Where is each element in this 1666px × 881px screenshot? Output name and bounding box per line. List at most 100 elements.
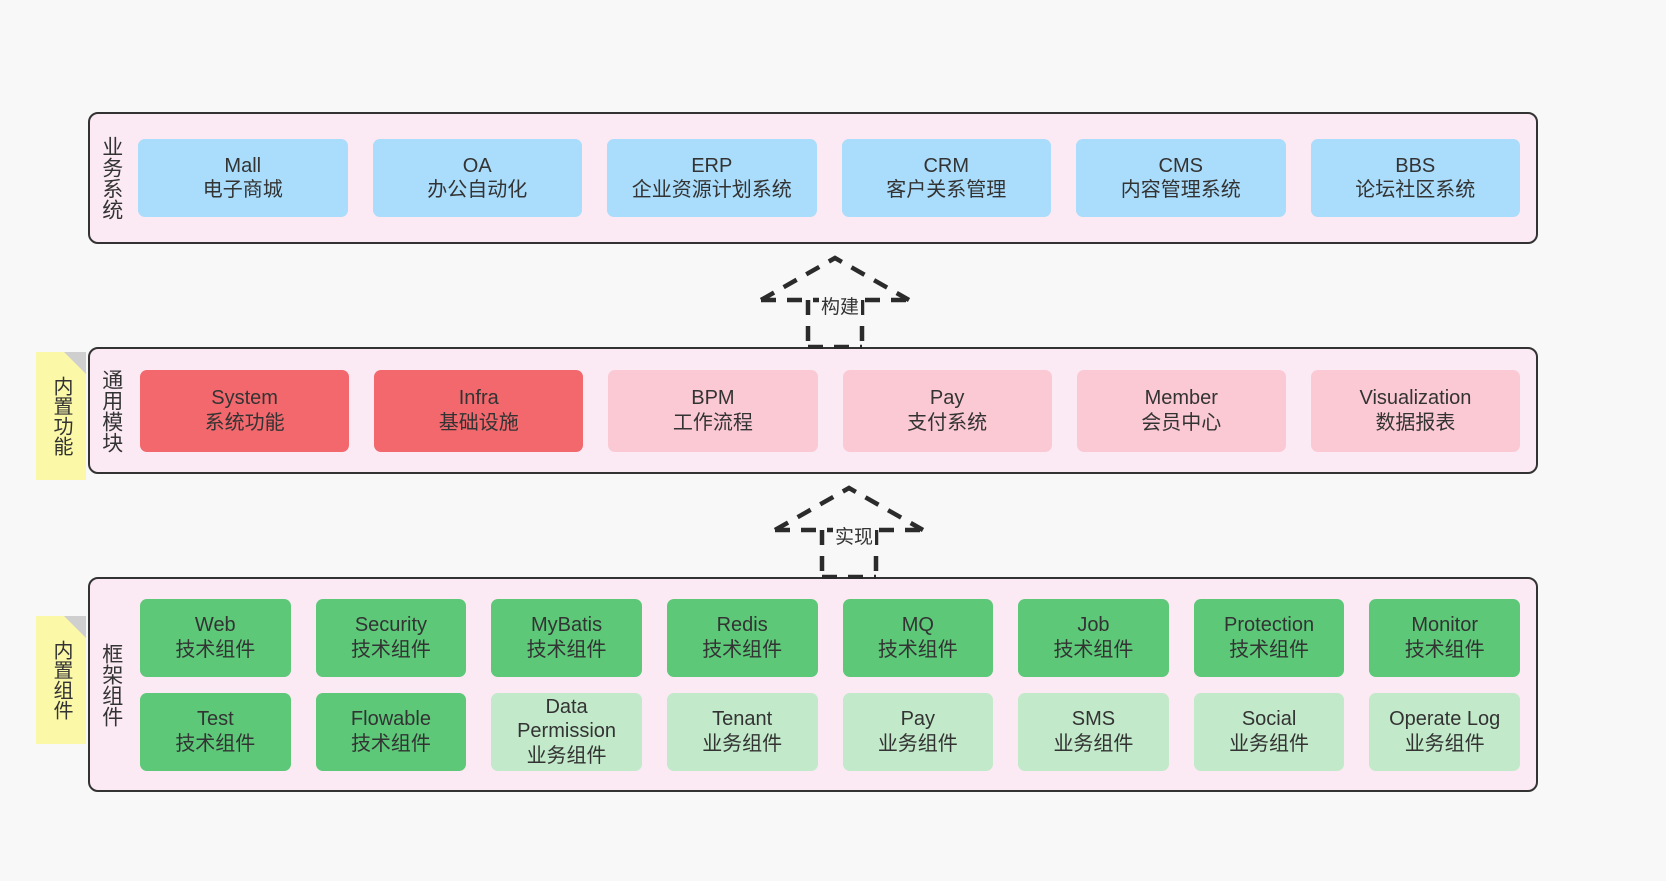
card-mybatis-subtitle: 技术组件	[526, 638, 607, 661]
implement-arrow: 实现	[762, 484, 937, 580]
card-bbs-title: BBS	[1395, 154, 1436, 177]
card-security-title: Security	[354, 614, 428, 637]
card-erp-subtitle: 企业资源计划系统	[631, 179, 792, 201]
card-visualization[interactable]: Visualization 数据报表	[1310, 369, 1521, 452]
build-arrow: 构建	[748, 254, 923, 350]
card-system-subtitle: 系统功能	[204, 411, 285, 434]
card-test[interactable]: Test 技术组件	[140, 692, 291, 771]
card-pay-component-subtitle: 业务组件	[877, 732, 958, 755]
card-test-title: Test	[196, 708, 234, 731]
card-mall-subtitle: 电子商城	[202, 179, 283, 201]
card-sms-subtitle: 业务组件	[1053, 732, 1134, 755]
card-data-permission-title: Data	[545, 695, 588, 718]
card-tenant[interactable]: Tenant 业务组件	[666, 692, 818, 771]
card-tenant-subtitle: 业务组件	[702, 732, 783, 755]
note-fold-corner-icon	[64, 616, 86, 638]
card-security-subtitle: 技术组件	[350, 638, 431, 661]
card-oa-title: OA	[462, 154, 492, 177]
card-pay-module-title: Pay	[929, 387, 965, 410]
card-protection-subtitle: 技术组件	[1229, 638, 1310, 661]
card-crm[interactable]: CRM 客户关系管理	[841, 139, 1051, 217]
card-redis-title: Redis	[716, 614, 768, 637]
layer-label-framework-components: 框架组件	[99, 642, 123, 727]
card-bbs[interactable]: BBS 论坛社区系统	[1310, 139, 1520, 217]
build-arrow-label: 构建	[819, 292, 862, 319]
build-arrow-icon	[759, 255, 911, 350]
card-social-title: Social	[1241, 708, 1297, 731]
card-system-title: System	[211, 387, 278, 410]
card-job-title: Job	[1077, 614, 1110, 637]
card-cms-title: CMS	[1158, 154, 1203, 177]
note-builtin-components: 内置组件	[36, 616, 86, 744]
card-system[interactable]: System 系统功能	[140, 369, 350, 452]
card-oa[interactable]: OA 办公自动化	[372, 139, 582, 217]
common-modules-cards: System 系统功能 Infra 基础设施 BPM 工作流程 Pay 支付系统…	[132, 349, 1536, 472]
card-bpm[interactable]: BPM 工作流程	[608, 369, 818, 452]
card-mall[interactable]: Mall 电子商城	[138, 139, 348, 217]
implement-arrow-icon	[773, 485, 925, 580]
card-flowable[interactable]: Flowable 技术组件	[315, 692, 467, 771]
layer-label-business-systems: 业务系统	[99, 136, 123, 220]
card-sms-title: SMS	[1071, 708, 1116, 731]
card-web-subtitle: 技术组件	[175, 638, 256, 661]
card-visualization-subtitle: 数据报表	[1375, 411, 1456, 434]
card-mybatis-title: MyBatis	[531, 614, 603, 637]
card-cms[interactable]: CMS 内容管理系统	[1076, 139, 1286, 217]
card-data-permission-subtitle: 业务组件	[526, 744, 607, 767]
card-security[interactable]: Security 技术组件	[315, 598, 467, 677]
card-operate-log-subtitle: 业务组件	[1404, 732, 1485, 755]
card-flowable-title: Flowable	[350, 708, 431, 731]
card-social[interactable]: Social 业务组件	[1193, 692, 1345, 771]
framework-row-tech: Web 技术组件 Security 技术组件 MyBatis 技术组件 Redi…	[140, 598, 1520, 677]
card-web[interactable]: Web 技术组件	[140, 598, 291, 677]
card-redis[interactable]: Redis 技术组件	[666, 598, 818, 677]
card-redis-subtitle: 技术组件	[702, 638, 783, 661]
card-monitor-subtitle: 技术组件	[1404, 638, 1485, 661]
card-member[interactable]: Member 会员中心	[1076, 369, 1286, 452]
card-crm-subtitle: 客户关系管理	[886, 179, 1007, 201]
layer-common-modules: 通用模块 System 系统功能 Infra 基础设施 BPM 工作流程 Pay…	[88, 347, 1538, 474]
common-modules-row: System 系统功能 Infra 基础设施 BPM 工作流程 Pay 支付系统…	[140, 369, 1521, 452]
card-pay-module[interactable]: Pay 支付系统	[842, 369, 1052, 452]
card-operate-log-title: Operate Log	[1389, 708, 1501, 731]
card-web-title: Web	[194, 614, 236, 637]
layer-framework-components: 框架组件 Web 技术组件 Security 技术组件 MyBatis 技术组件…	[88, 577, 1538, 792]
card-bbs-subtitle: 论坛社区系统	[1355, 179, 1476, 201]
card-member-subtitle: 会员中心	[1141, 411, 1222, 434]
card-mq-subtitle: 技术组件	[877, 638, 958, 661]
card-crm-title: CRM	[923, 154, 970, 177]
card-operate-log[interactable]: Operate Log 业务组件	[1369, 692, 1520, 771]
card-infra-subtitle: 基础设施	[438, 411, 519, 434]
card-erp-title: ERP	[691, 154, 733, 177]
card-mq-title: MQ	[901, 614, 934, 637]
card-visualization-title: Visualization	[1359, 387, 1472, 410]
card-monitor-title: Monitor	[1411, 614, 1479, 637]
card-mq[interactable]: MQ 技术组件	[842, 598, 994, 677]
card-pay-component-title: Pay	[900, 708, 936, 731]
note-builtin-components-label: 内置组件	[50, 640, 72, 720]
card-tenant-title: Tenant	[712, 708, 773, 731]
card-flowable-subtitle: 技术组件	[350, 732, 431, 755]
card-job[interactable]: Job 技术组件	[1018, 598, 1169, 677]
card-oa-subtitle: 办公自动化	[427, 179, 528, 201]
card-sms[interactable]: SMS 业务组件	[1018, 692, 1169, 771]
card-erp[interactable]: ERP 企业资源计划系统	[607, 139, 817, 217]
card-bpm-title: BPM	[691, 387, 735, 410]
card-pay-component[interactable]: Pay 业务组件	[842, 692, 994, 771]
card-member-title: Member	[1144, 387, 1218, 410]
card-monitor[interactable]: Monitor 技术组件	[1369, 598, 1520, 677]
card-data-permission[interactable]: Data Permission 业务组件	[491, 692, 642, 771]
card-test-subtitle: 技术组件	[175, 732, 256, 755]
card-pay-module-subtitle: 支付系统	[907, 411, 988, 434]
card-infra[interactable]: Infra 基础设施	[374, 369, 584, 452]
layer-label-common-modules: 通用模块	[99, 368, 123, 453]
note-builtin-functions: 内置功能	[36, 352, 86, 480]
framework-components-cards: Web 技术组件 Security 技术组件 MyBatis 技术组件 Redi…	[132, 579, 1536, 790]
layer-business-systems: 业务系统 Mall 电子商城 OA 办公自动化 ERP 企业资源计划系统 CRM…	[88, 112, 1538, 244]
card-protection[interactable]: Protection 技术组件	[1193, 598, 1345, 677]
card-social-subtitle: 业务组件	[1229, 732, 1310, 755]
business-systems-row: Mall 电子商城 OA 办公自动化 ERP 企业资源计划系统 CRM 客户关系…	[138, 139, 1520, 217]
card-cms-subtitle: 内容管理系统	[1120, 179, 1241, 201]
card-job-subtitle: 技术组件	[1053, 638, 1134, 661]
card-mybatis[interactable]: MyBatis 技术组件	[491, 598, 642, 677]
